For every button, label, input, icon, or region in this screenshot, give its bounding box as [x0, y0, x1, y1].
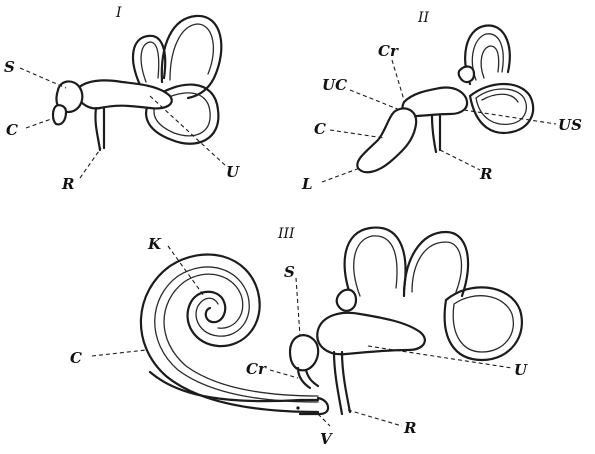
panel-1-label-s: S	[4, 58, 15, 76]
panel-1-label-c: C	[6, 121, 18, 139]
panel-1-leader-s	[20, 68, 66, 88]
panel-1-leader-r	[80, 148, 101, 178]
panel-2-leader-cr	[392, 60, 404, 100]
panel-3-leader-cr	[270, 370, 298, 378]
panel-2-numeral: II	[417, 10, 430, 26]
panel-3-label-s: S	[284, 263, 295, 281]
panel-2-saccule	[357, 108, 416, 172]
panel-3-leader-c	[92, 350, 146, 356]
panel-3-leader-s	[296, 278, 300, 336]
panel-3-label-cr: Cr	[246, 360, 267, 378]
panel-1-label-u: U	[226, 163, 240, 181]
panel-1-semicircular-canals	[133, 16, 221, 144]
panel-3-label-v: V	[320, 430, 333, 448]
panel-1-cochlea	[53, 105, 66, 124]
panel-2: II Cr UC C L R US	[301, 10, 582, 193]
panel-2-label-c: C	[314, 120, 326, 138]
panel-1-label-r: R	[61, 175, 74, 193]
panel-1-utricle	[78, 80, 172, 108]
panel-2-label-l: L	[301, 175, 313, 193]
panel-2-label-r: R	[479, 165, 492, 183]
panel-3-utricle	[317, 313, 425, 354]
panel-1-recessus	[95, 108, 104, 150]
panel-2-semicircular-canals	[459, 26, 533, 133]
panel-2-leader-l	[322, 168, 360, 182]
panel-2-leader-uc	[350, 90, 400, 110]
panel-2-leader-r	[440, 150, 480, 170]
panel-3-leader-k	[168, 246, 204, 296]
panel-2-label-cr: Cr	[378, 42, 399, 60]
panel-3-label-r: R	[403, 419, 416, 437]
panel-3-recessus	[334, 352, 350, 414]
panel-3-leader-v	[318, 414, 330, 426]
panel-2-label-uc: UC	[322, 76, 347, 94]
panel-3-numeral: III	[277, 226, 295, 242]
panel-3-label-k: K	[147, 235, 162, 253]
panel-2-recessus	[432, 116, 440, 152]
panel-1: I S C R U	[4, 5, 240, 193]
panel-3-label-c: C	[70, 349, 82, 367]
panel-2-label-us: US	[558, 116, 582, 134]
panel-1-leader-c	[26, 118, 54, 128]
panel-3-label-u: U	[514, 361, 528, 379]
panel-1-numeral: I	[115, 5, 122, 21]
panel-3-leader-r	[348, 410, 402, 426]
panel-3-leader-u	[368, 346, 512, 368]
panel-3: III	[70, 226, 528, 448]
panel-2-leader-c	[330, 130, 384, 138]
panel-3-saccule	[290, 335, 318, 370]
